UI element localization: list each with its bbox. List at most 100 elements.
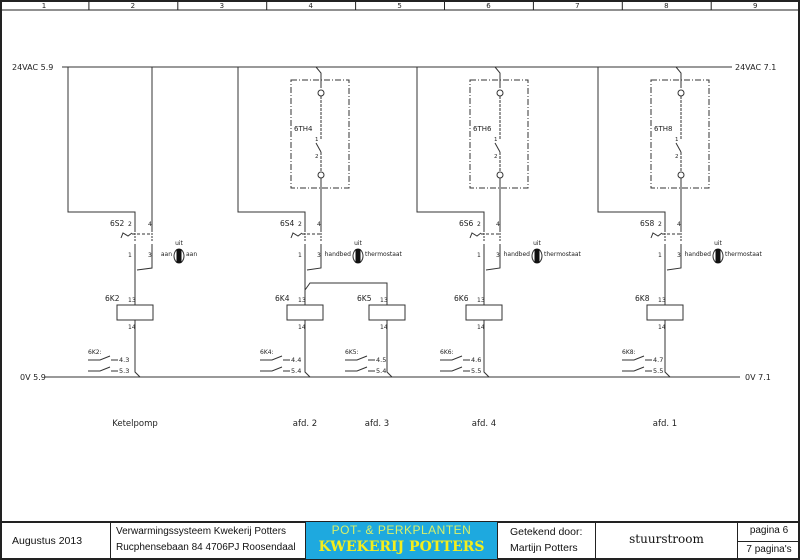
aux-contact-ref: 5.5 — [471, 367, 481, 375]
selector-knob-handle — [715, 249, 721, 263]
coil-terminal: 13 — [298, 297, 306, 304]
wire — [386, 320, 393, 378]
switch-terminal: 3 — [496, 252, 500, 259]
switch-terminal: 2 — [658, 221, 662, 228]
selector-knob-handle — [355, 249, 361, 263]
wire — [67, 67, 136, 230]
rail-label-top-right: 24VAC 7.1 — [735, 63, 776, 72]
drawn-by-name: Martijn Potters — [510, 542, 578, 554]
aux-contact-symbol — [345, 366, 368, 372]
aux-contacts-label: 6K4: — [260, 349, 274, 356]
date-text: Augustus 2013 — [12, 535, 83, 547]
aux-contact-symbol — [622, 355, 645, 361]
switch-terminal: 1 — [298, 252, 302, 259]
thermostat-enclosure — [469, 79, 529, 189]
rail-label-top-left: 24VAC 5.9 — [12, 63, 53, 72]
title-cell-project: Verwarmingssysteem Kwekerij Potters Rucp… — [110, 522, 305, 559]
aux-contact-ref: 4.4 — [291, 356, 301, 364]
title-cell-total-pages: 7 pagina's — [737, 541, 800, 559]
knob-position-label: uit — [175, 240, 183, 247]
wire — [306, 244, 322, 271]
coil-terminal: 13 — [128, 297, 136, 304]
coil-terminal: 13 — [380, 297, 388, 304]
actuator-symbol — [120, 232, 133, 239]
terminal-circle — [677, 171, 685, 179]
actuator-symbol — [650, 232, 663, 239]
aux-contact-ref: 5.4 — [291, 367, 301, 375]
coil-terminal: 13 — [658, 297, 666, 304]
aux-contact-symbol — [88, 355, 111, 361]
relay-coil-label: 6K4 — [275, 294, 290, 303]
knob-position-label: aan — [161, 251, 172, 258]
column-number: 5 — [397, 2, 401, 10]
aux-contact-symbol — [260, 366, 283, 372]
switch-terminal: 4 — [148, 221, 152, 228]
project-name: Verwarmingssysteem Kwekerij Potters — [116, 526, 287, 537]
thermostat-contact — [675, 142, 682, 153]
thermostat-terminal: 1 — [494, 137, 498, 143]
column-number: 4 — [308, 2, 313, 10]
branch-caption: afd. 1 — [653, 419, 677, 429]
knob-position-label: thermostaat — [544, 251, 582, 258]
company-logo: POT- & PERKPLANTEN KWEKERIJ POTTERS — [305, 522, 497, 559]
aux-contact-ref: 4.7 — [653, 356, 663, 364]
column-number: 3 — [220, 2, 224, 10]
relay-coil — [368, 304, 406, 321]
wire — [675, 66, 682, 88]
thermostat-enclosure — [650, 79, 710, 189]
aux-contact-symbol — [440, 355, 463, 361]
switch-terminal: 4 — [677, 221, 681, 228]
thermostat-terminal: 2 — [315, 154, 319, 160]
switch-terminal: 3 — [148, 252, 152, 259]
aux-contacts-label: 6K5: — [345, 349, 359, 356]
wire — [666, 244, 682, 271]
project-address: Rucphensebaan 84 4706PJ Roosendaal — [116, 542, 296, 553]
relay-coil — [116, 304, 154, 321]
switch-terminal: 4 — [496, 221, 500, 228]
switch-terminal: 4 — [317, 221, 321, 228]
coil-terminal: 14 — [128, 324, 136, 331]
knob-position-label: thermostaat — [725, 251, 763, 258]
rail-label-bottom-right: 0V 7.1 — [745, 373, 771, 382]
wire — [485, 244, 501, 271]
relay-coil-label: 6K8 — [635, 294, 650, 303]
switch-terminal: 2 — [298, 221, 302, 228]
coil-terminal: 14 — [658, 324, 666, 331]
thermostat-enclosure — [290, 79, 350, 189]
wire — [237, 67, 306, 230]
selector-switch-label: 6S8 — [640, 219, 655, 228]
sheet-title: stuurstroom — [629, 532, 704, 546]
page-number: pagina 6 — [749, 525, 789, 536]
knob-position-label: uit — [714, 240, 722, 247]
actuator-symbol — [290, 232, 303, 239]
aux-contact-symbol — [88, 366, 111, 372]
aux-contact-ref: 5.3 — [119, 367, 129, 375]
thermostat-contact — [315, 142, 322, 153]
wire — [304, 282, 388, 305]
aux-contact-ref: 5.5 — [653, 367, 663, 375]
terminal-circle — [677, 89, 685, 97]
relay-coil — [286, 304, 324, 321]
switch-terminal: 1 — [477, 252, 481, 259]
total-pages: 7 pagina's — [746, 544, 792, 555]
thermostat-contact — [494, 142, 501, 153]
wire — [304, 320, 311, 378]
aux-contact-ref: 4.3 — [119, 356, 129, 364]
column-number: 7 — [575, 2, 579, 10]
rail-label-bottom-left: 0V 5.9 — [20, 373, 46, 382]
thermostat-terminal: 2 — [494, 154, 498, 160]
aux-contact-symbol — [345, 355, 368, 361]
title-cell-sheet: stuurstroom — [595, 522, 737, 559]
aux-contact-ref: 4.6 — [471, 356, 481, 364]
switch-terminal: 1 — [128, 252, 132, 259]
selector-switch-label: 6S6 — [459, 219, 474, 228]
relay-coil-label: 6K2 — [105, 294, 120, 303]
actuator-symbol — [469, 232, 482, 239]
relay-coil — [646, 304, 684, 321]
wire — [136, 244, 153, 271]
